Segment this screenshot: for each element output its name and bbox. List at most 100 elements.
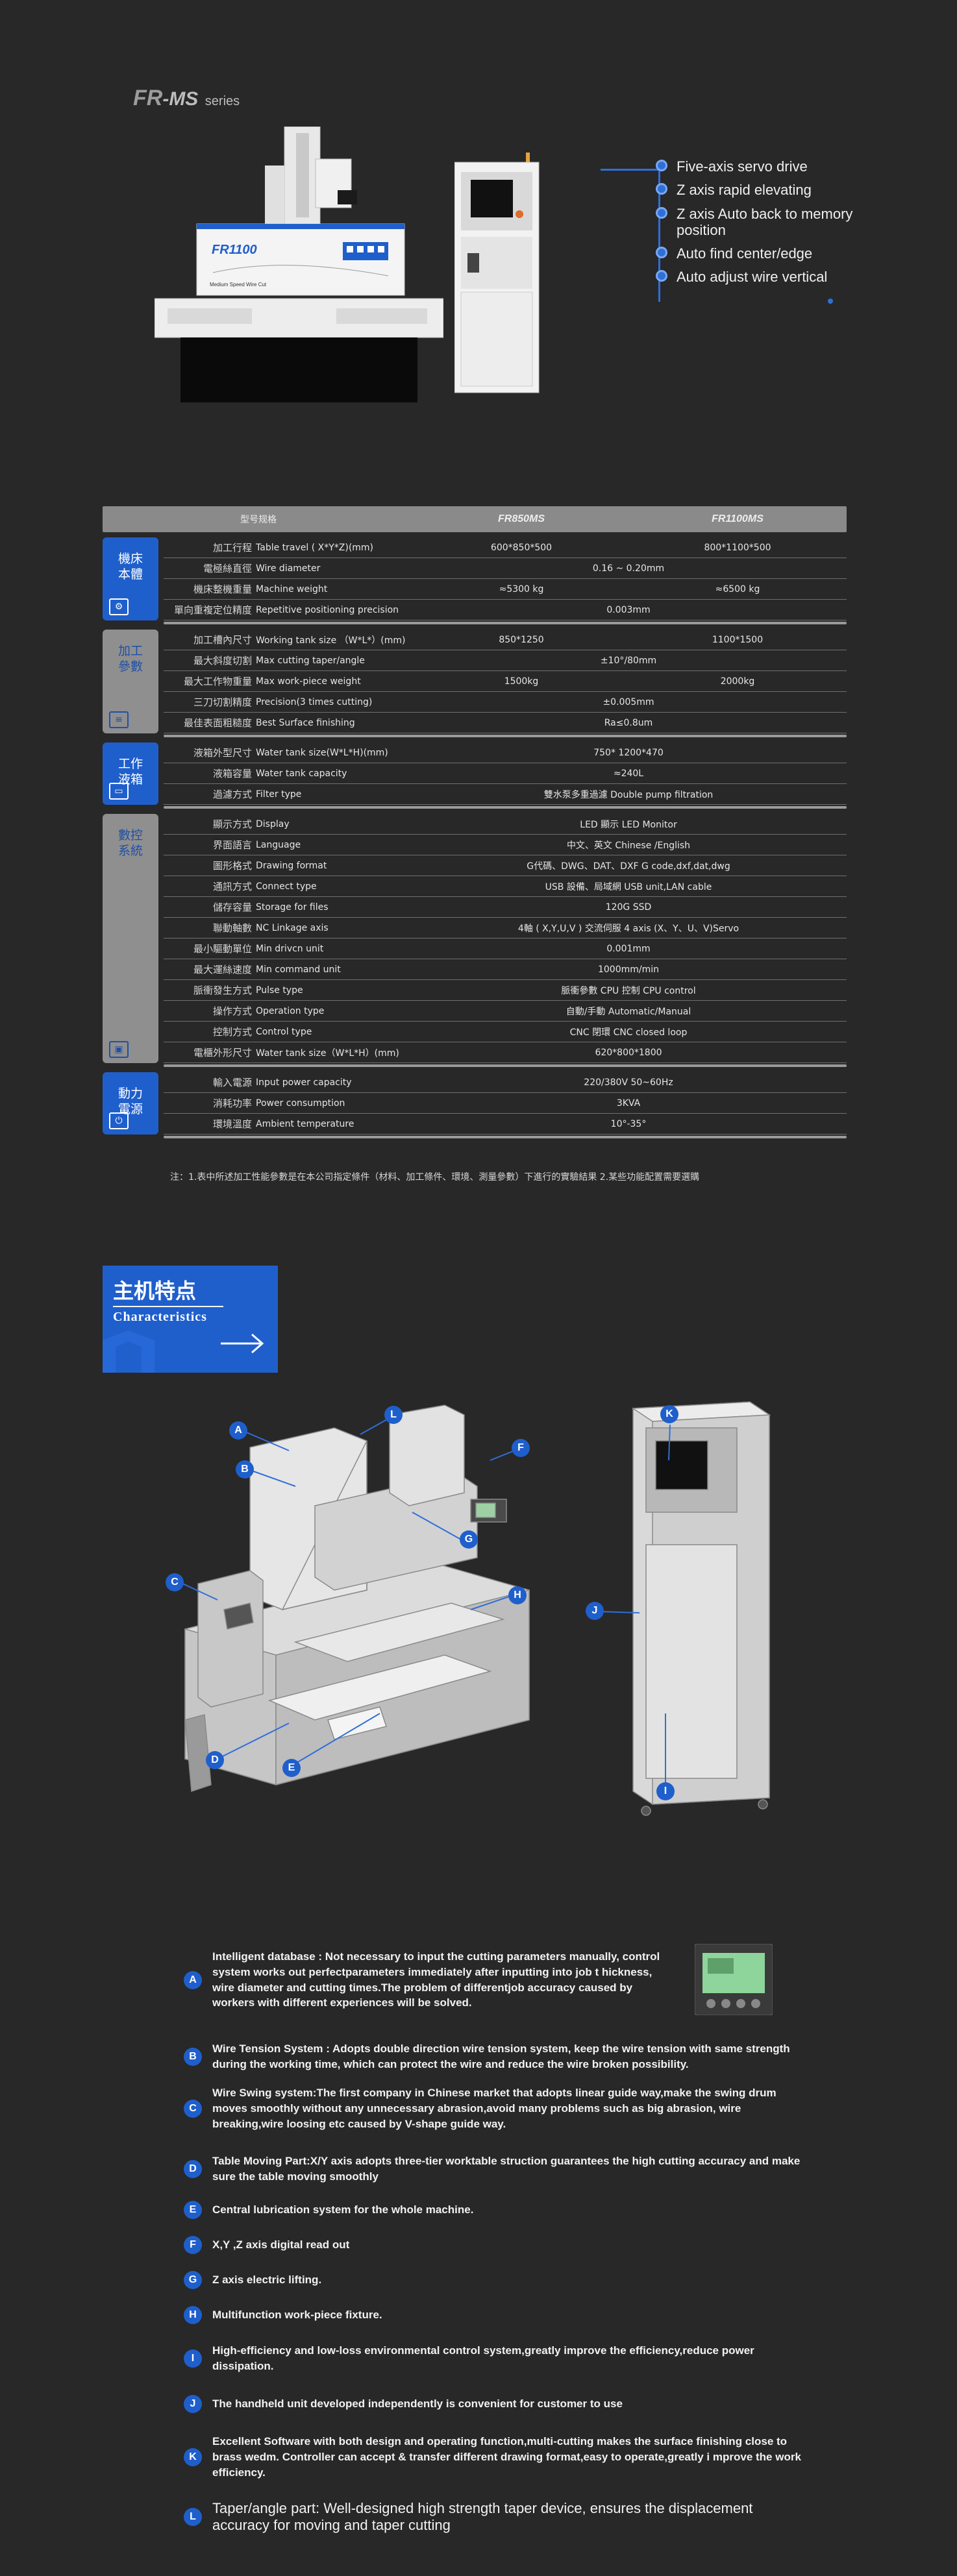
- feature-text: Intelligent database : Not necessary to …: [212, 1950, 660, 2009]
- spec-group-tab: 動力電源⏻: [103, 1072, 158, 1135]
- spec-group-divider: [164, 622, 847, 624]
- bullet-icon: [656, 183, 667, 195]
- feature-text: Wire Swing system:The first company in C…: [212, 2087, 777, 2130]
- header-spec-name: 型号规格: [240, 515, 277, 525]
- spec-value-shared: ±10°/80mm: [600, 655, 657, 666]
- characteristics-banner: 主机特点 Characteristics: [103, 1266, 278, 1373]
- spec-name-en: Connect type: [256, 881, 317, 892]
- feature-text: Taper/angle part: Well-designed high str…: [212, 2500, 753, 2534]
- spec-name-cn: 消耗功率: [212, 1098, 252, 1109]
- spec-value-shared: 脈衝參數 CPU 控制 CPU control: [561, 985, 696, 996]
- spec-name-en: Power consumption: [256, 1098, 345, 1109]
- callout-K: K: [660, 1405, 678, 1423]
- spec-table-header: 型号规格 FR850MS FR1100MS: [103, 506, 847, 532]
- hero-feature-list: Five-axis servo drive Z axis rapid eleva…: [656, 158, 870, 293]
- spec-value-shared: LED 顯示 LED Monitor: [580, 819, 677, 830]
- spec-group-tab: 數控系統▣: [103, 814, 158, 1063]
- feature-letter-badge: C: [184, 2099, 202, 2118]
- callout-D: D: [206, 1751, 224, 1769]
- callout-H: H: [508, 1586, 527, 1604]
- spec-row: 脈衝發生方式 Pulse type 脈衝參數 CPU 控制 CPU control: [164, 980, 847, 1001]
- spec-name-cn: 電極絲直徑: [203, 563, 252, 574]
- monitor-icon: ▣: [109, 1041, 129, 1058]
- spec-name-cn: 脈衝發生方式: [193, 985, 252, 996]
- spec-value-model-1: 850*1250: [499, 634, 544, 645]
- spec-name-cn: 輸入電源: [212, 1077, 252, 1088]
- electric-cabinet-image: [454, 153, 540, 393]
- spec-name-cn: 機床整機重量: [193, 583, 252, 595]
- spec-value-model-1: 1500kg: [504, 676, 539, 687]
- callout-F: F: [512, 1439, 530, 1457]
- feature-letter-badge: A: [184, 1970, 202, 1989]
- spec-name-en: Input power capacity: [256, 1077, 352, 1088]
- spec-group-tab: 工作液箱▭: [103, 742, 158, 805]
- callout-G: G: [460, 1530, 478, 1549]
- spec-name-en: Working tank size （W*L*）(mm): [256, 635, 406, 646]
- spec-name-cn: 電櫃外形尺寸: [193, 1047, 252, 1059]
- spec-value-shared: 3KVA: [616, 1098, 641, 1109]
- arrow-right-icon: [221, 1333, 264, 1354]
- spec-name-en: Machine weight: [256, 583, 328, 595]
- feature-text: High-efficiency and low-loss environment…: [212, 2344, 754, 2372]
- power-icon: ⏻: [109, 1112, 129, 1129]
- machine-subtitle: Medium Speed Wire Cut: [210, 282, 267, 288]
- feature-letter-badge: E: [184, 2201, 202, 2219]
- spec-group-divider: [164, 1136, 847, 1138]
- feature-letter-badge: G: [184, 2271, 202, 2289]
- spec-name-en: Max cutting taper/angle: [256, 655, 365, 666]
- callout-C: C: [166, 1573, 184, 1591]
- series-brand: FR: [133, 86, 163, 110]
- spec-name-en: Precision(3 times cutting): [256, 696, 373, 707]
- spec-name-cn: 環境溫度: [212, 1118, 252, 1130]
- spec-name-en: Min drivcn unit: [256, 943, 324, 954]
- callout-A: A: [229, 1421, 247, 1440]
- spec-note: 注：1.表中所述加工性能參數是在本公司指定條件（材料、加工條件、環境、測量參數）…: [170, 1172, 700, 1183]
- spec-value-model-2: 2000kg: [720, 676, 755, 687]
- spec-value-shared: 雙水泵多重過濾 Double pump filtration: [543, 789, 714, 800]
- feature-connector-vline: [658, 169, 660, 302]
- spec-name-en: Water tank size（W*L*H）(mm): [256, 1048, 399, 1059]
- spec-name-cn: 單向重複定位精度: [173, 604, 252, 616]
- spec-name-en: Pulse type: [256, 985, 303, 996]
- spec-value-shared: 4軸 ( X,Y,U,V ) 交流伺服 4 axis (X、Y、U、V)Serv…: [517, 923, 740, 934]
- spec-name-cn: 加工行程: [212, 542, 252, 554]
- hero-feature: Auto adjust wire vertical: [656, 269, 870, 285]
- feature-item-a: A Intelligent database : Not necessary to…: [184, 1949, 677, 2011]
- feature-text: Table Moving Part:X/Y axis adopts three-…: [212, 2155, 801, 2183]
- spec-value-shared: 220/380V 50~60Hz: [584, 1077, 673, 1088]
- hero-feature: Auto find center/edge: [656, 245, 870, 262]
- callout-I: I: [656, 1782, 675, 1800]
- spec-value-shared: 620*800*1800: [595, 1047, 662, 1058]
- bullet-icon: [656, 247, 667, 259]
- spec-group-tab: 機床本體⚙: [103, 537, 158, 620]
- feature-text: Multifunction work-piece fixture.: [212, 2309, 382, 2322]
- feature-letter-badge: H: [184, 2306, 202, 2324]
- spec-row: 消耗功率 Power consumption 3KVA: [164, 1093, 847, 1114]
- characteristics-title-cn: 主机特点: [113, 1279, 197, 1303]
- spec-name-en: Max work-piece weight: [256, 676, 361, 687]
- spec-name-cn: 最小驅動單位: [193, 943, 252, 955]
- hero-feature: Z axis rapid elevating: [656, 182, 870, 198]
